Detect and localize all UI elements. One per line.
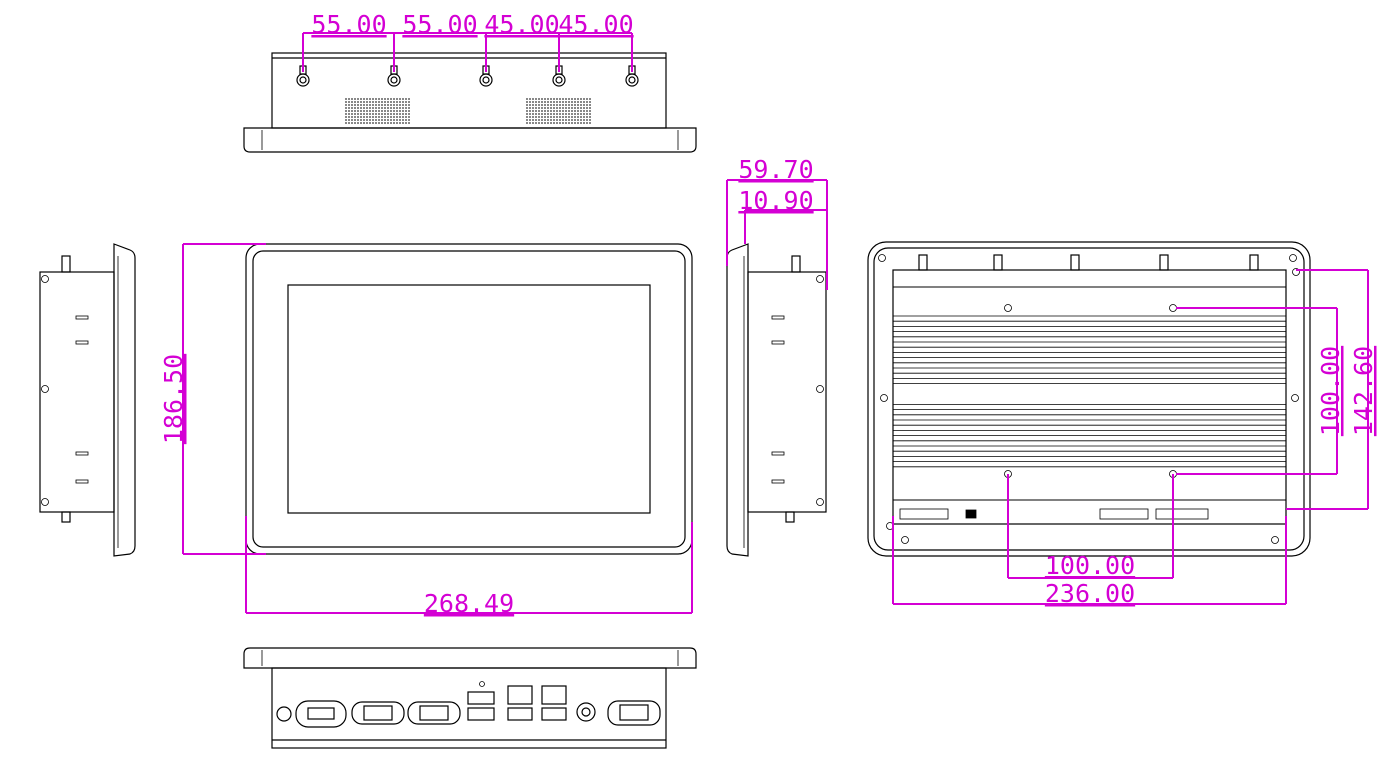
rear-inner [873, 247, 1305, 551]
bottom-io-ports [276, 681, 661, 728]
front-bezel-inner [252, 250, 686, 548]
right-side-view [726, 243, 827, 557]
dimension-labels: 55.00 55.00 45.00 45.00 59.70 10.90 268.… [159, 10, 1378, 618]
vent-grille-left [345, 98, 410, 124]
right-side-housing [747, 271, 827, 513]
dim-top-spacing-3: 45.00 [484, 10, 559, 39]
top-view [243, 52, 697, 153]
bottom-view-housing [271, 667, 667, 749]
dim-top-spacing-2: 55.00 [402, 10, 477, 39]
rear-antennas [918, 254, 1259, 271]
antenna-connectors-top [296, 65, 639, 87]
usb-port-3-icon [507, 707, 533, 721]
dim-rear-height: 142.60 [1349, 346, 1378, 436]
lan-port-2-icon [541, 685, 567, 705]
bottom-view-bezel [243, 647, 697, 669]
hdmi-port-icon [295, 700, 347, 728]
rear-io-strip [899, 508, 1209, 520]
dim-vesa-vertical: 100.00 [1316, 346, 1345, 436]
vent-grille-right [526, 98, 591, 124]
com-port-2-icon [407, 701, 461, 725]
rear-screws [878, 254, 1300, 544]
dc-in-icon [576, 702, 596, 722]
power-button-icon [276, 706, 292, 722]
front-view [245, 243, 693, 555]
usb-port-2-icon [467, 707, 495, 721]
usb-port-4-icon [541, 707, 567, 721]
dim-rear-width: 236.00 [1045, 579, 1135, 608]
left-side-bezel [113, 243, 136, 557]
com-port-1-icon [351, 701, 405, 725]
dimension-lines [182, 32, 1369, 614]
dim-top-spacing-4: 45.00 [558, 10, 633, 39]
top-view-bezel [243, 127, 697, 153]
top-view-housing [271, 52, 667, 129]
rear-view [867, 241, 1311, 557]
dim-top-spacing-1: 55.00 [311, 10, 386, 39]
right-side-bezel [726, 243, 749, 557]
com-port-3-icon [607, 700, 661, 726]
rear-outer [867, 241, 1311, 557]
lan-port-1-icon [507, 685, 533, 705]
dim-front-width: 268.49 [424, 589, 514, 618]
front-bezel-outer [245, 243, 693, 555]
dim-vesa-horizontal: 100.00 [1045, 551, 1135, 580]
bottom-view [243, 647, 697, 749]
dim-bezel-depth: 10.90 [738, 186, 813, 215]
heatsink-fins [893, 286, 1286, 501]
dim-depth-total: 59.70 [738, 155, 813, 184]
usb-port-1-icon [467, 691, 495, 705]
dim-front-height: 186.50 [159, 354, 188, 444]
left-side-view [39, 243, 136, 557]
rear-chassis [892, 269, 1287, 525]
display-area [287, 284, 651, 514]
left-side-housing [39, 271, 115, 513]
